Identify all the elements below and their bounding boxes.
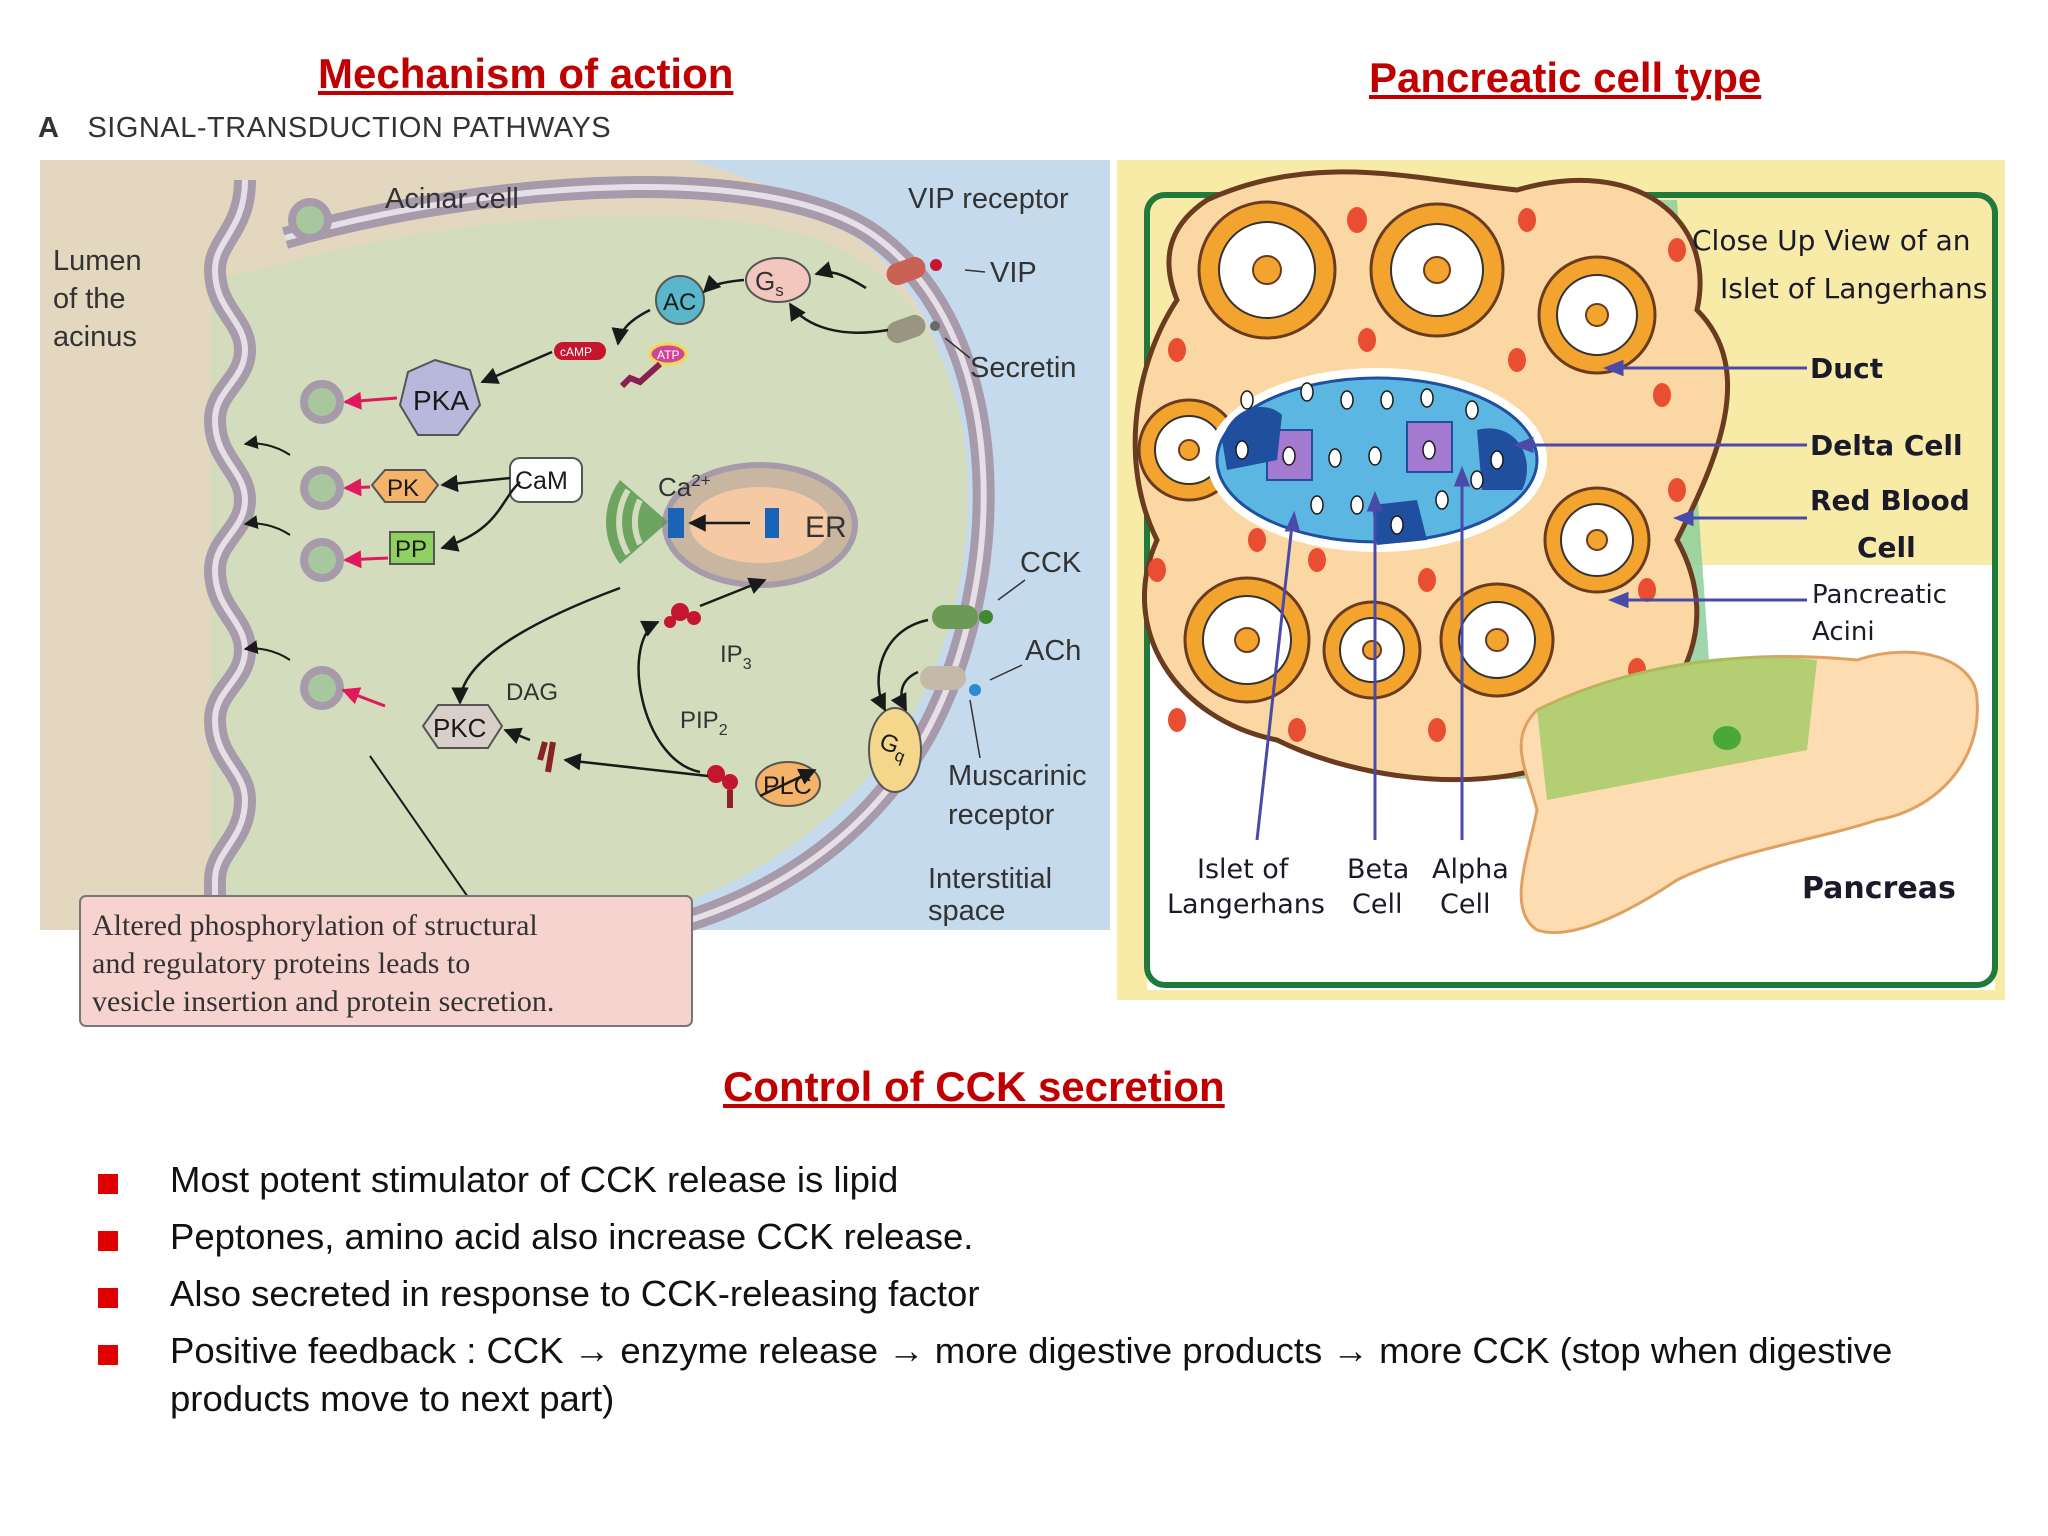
acinar-cell-body [210,215,969,931]
bullet-item: Positive feedback : CCK → enzyme release… [96,1327,1996,1423]
bullet-item: Peptones, amino acid also increase CCK r… [96,1213,1996,1261]
note-line-3: vesicle insertion and protein secretion. [92,985,554,1018]
svg-text:Gq: Gq [875,728,912,767]
islet-nuclei [1235,382,1504,535]
vip-receptor-label: VIP receptor [908,183,1069,215]
acinar-cell-label: Acinar cell [385,183,519,215]
mechanism-heading: Mechanism of action [318,50,734,97]
ac-label: AC [663,289,696,316]
pk [370,469,440,503]
muscarinic-receptor [920,666,981,696]
er-channel [765,508,779,538]
panel-label: A SIGNAL-TRANSDUCTION PATHWAYS [38,112,611,145]
islet-label-1: Islet of [1197,854,1290,885]
interstitial-label-2: space [928,895,1005,927]
pancreas-highlight [1713,726,1741,750]
vip-receptor [886,256,942,286]
islet-label-2: Langerhans [1167,889,1325,920]
svg-text:IP3: IP3 [720,641,752,673]
acini-label-1: Pancreatic [1812,580,1947,610]
bullet-list: Most potent stimulator of CCK release is… [96,1156,1996,1432]
cck-label: CCK [1020,547,1082,579]
bullet-marker [98,1345,118,1365]
alpha-label-1: Alpha [1432,854,1509,885]
gs-sub: s [775,281,784,300]
rbc-label-1: Red Blood [1810,484,1970,517]
panel-letter: A [38,112,60,144]
panel-title: SIGNAL-TRANSDUCTION PATHWAYS [87,112,612,144]
islet-title-1: Close Up View of an [1692,224,1970,257]
pkc [421,704,504,749]
ca-label: Ca [658,472,692,502]
lumen-label-3: acinus [53,321,137,353]
rbc-label-2: Cell [1857,531,1916,564]
er-label: ER [805,511,847,544]
cck-receptor [932,605,993,629]
bullet-marker [98,1288,118,1308]
gs-label: G [755,266,775,296]
ip3-molecule [664,603,701,628]
pp [389,531,435,565]
ip3-sub: 3 [743,656,752,673]
acini-label-2: Acini [1812,617,1875,647]
bullet-text: Positive feedback : CCK → enzyme release… [170,1330,1893,1419]
secretin-label: Secretin [970,352,1076,384]
lumen-label-1: Lumen [53,245,142,277]
pip2-label: PIP [680,707,719,734]
delta-label: Delta Cell [1810,429,1963,462]
beta-label-2: Cell [1352,889,1402,920]
ac [655,275,705,325]
cell-type-heading: Pancreatic cell type [1369,54,1762,101]
pip2-molecule [707,765,738,808]
pka [398,358,482,436]
pancreas-label: Pancreas [1802,871,1956,906]
secretin-receptor [886,314,940,344]
note-line-1: Altered phosphorylation of structural [92,909,538,942]
ca-sup: 2+ [691,471,710,490]
svg-text:Ca2+: Ca2+ [658,471,711,502]
pp-label: PP [395,536,427,563]
camp-badge [554,342,606,360]
pk-label: PK [387,475,419,502]
duct-label: Duct [1810,352,1883,385]
dag-label: DAG [506,679,558,706]
interstitial-region [460,160,1110,930]
camp-label: cAMP [560,345,592,359]
secretory-vesicles [288,198,344,710]
lumen-label-2: of the [53,283,126,315]
pkc-label: PKC [433,713,486,743]
bullet-marker [98,1174,118,1194]
cam-label: CaM [515,467,568,495]
note-line-2: and regulatory proteins leads to [92,947,470,980]
control-heading: Control of CCK secretion [723,1063,1225,1110]
cam [509,457,583,503]
atp-label: ATP [657,348,679,362]
signal-transduction-diagram: ER Ca2+ Gs AC cAMP ATP PKA PK PP CaM PKC… [40,160,1110,1027]
bullet-item: Also secreted in response to CCK-releasi… [96,1270,1996,1318]
pka-label: PKA [413,385,469,416]
dag-molecule [537,741,556,773]
pip2-sub: 2 [719,722,728,739]
interstitial-label-1: Interstitial [928,863,1052,895]
muscarinic-label-1: Muscarinic [948,760,1087,792]
ca-channel [668,508,684,538]
gs [745,257,811,303]
beta-label-1: Beta [1347,854,1409,885]
atp-badge [648,342,688,366]
bullet-item: Most potent stimulator of CCK release is… [96,1156,1996,1204]
ach-label: ACh [1025,635,1081,667]
islet-title-2: Islet of Langerhans [1720,272,1987,305]
svg-text:PIP2: PIP2 [680,707,728,739]
islet-diagram: Close Up View of an Islet of Langerhans … [1117,160,2005,1000]
bullet-text: Most potent stimulator of CCK release is… [170,1159,899,1200]
muscarinic-label-2: receptor [948,799,1055,831]
bullet-text: Peptones, amino acid also increase CCK r… [170,1216,974,1257]
alpha-label-2: Cell [1440,889,1490,920]
bullet-marker [98,1231,118,1251]
vip-label: VIP [990,257,1037,289]
bullet-text: Also secreted in response to CCK-releasi… [170,1273,980,1314]
note-box [79,895,693,1027]
svg-text:Gs: Gs [755,266,784,300]
ip3-label: IP [720,641,743,668]
